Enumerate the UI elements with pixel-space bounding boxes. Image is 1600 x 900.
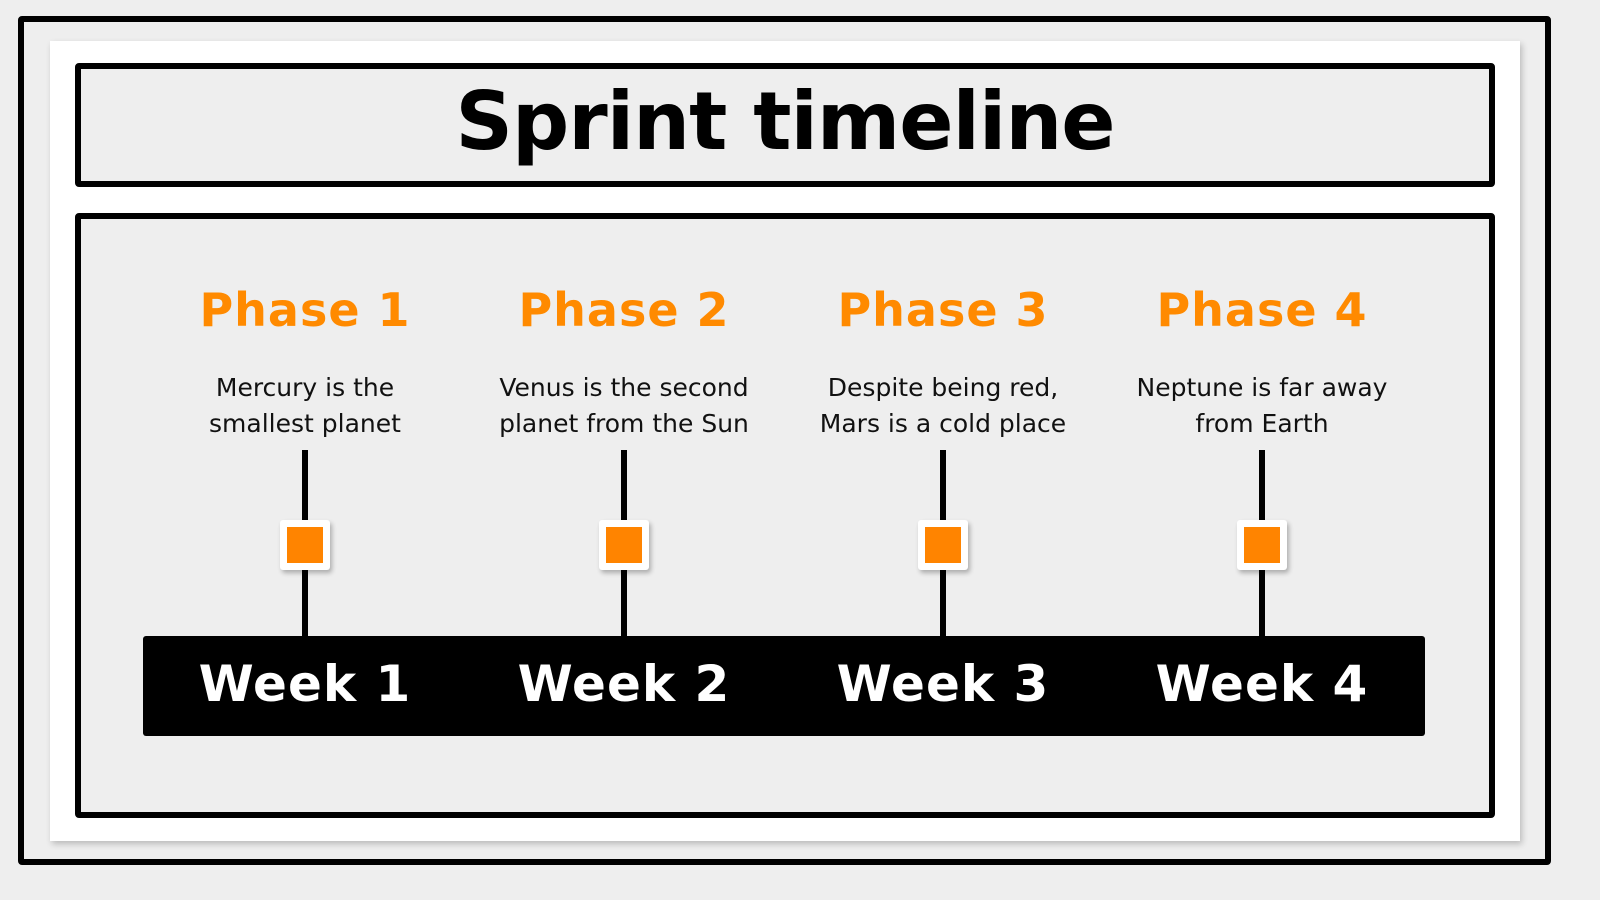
milestone-marker-icon: [599, 520, 649, 570]
week-label-3: Week 3: [836, 655, 1050, 713]
phase-description-line: Mercury is the: [215, 373, 395, 402]
phase-description: Mercury is the smallest planet: [150, 370, 460, 442]
page-title: Sprint timeline: [455, 75, 1115, 168]
phase-title: Phase 3: [837, 283, 1049, 337]
orange-square-icon: [287, 527, 323, 563]
phase-description: Venus is the second planet from the Sun: [469, 370, 779, 442]
outer-frame: [18, 16, 1551, 865]
week-label-1: Week 1: [198, 655, 412, 713]
phase-title: Phase 2: [518, 283, 730, 337]
phase-title: Phase 4: [1156, 283, 1368, 337]
orange-square-icon: [606, 527, 642, 563]
phase-description-line: from Earth: [1195, 409, 1329, 438]
phase-description: Neptune is far away from Earth: [1107, 370, 1417, 442]
milestone-marker-icon: [1237, 520, 1287, 570]
week-label-2: Week 2: [517, 655, 731, 713]
milestone-marker-icon: [280, 520, 330, 570]
orange-square-icon: [925, 527, 961, 563]
phase-description-line: Venus is the second: [499, 373, 749, 402]
phase-description-line: Neptune is far away: [1136, 373, 1388, 402]
phase-title: Phase 1: [199, 283, 411, 337]
week-bar: [143, 636, 1425, 736]
phase-description: Despite being red, Mars is a cold place: [788, 370, 1098, 442]
phase-description-line: Mars is a cold place: [819, 409, 1067, 438]
orange-square-icon: [1244, 527, 1280, 563]
phase-description-line: planet from the Sun: [499, 409, 749, 438]
milestone-marker-icon: [918, 520, 968, 570]
phase-description-line: Despite being red,: [827, 373, 1059, 402]
phase-description-line: smallest planet: [209, 409, 401, 438]
title-box: Sprint timeline: [75, 63, 1495, 187]
week-label-4: Week 4: [1155, 655, 1369, 713]
